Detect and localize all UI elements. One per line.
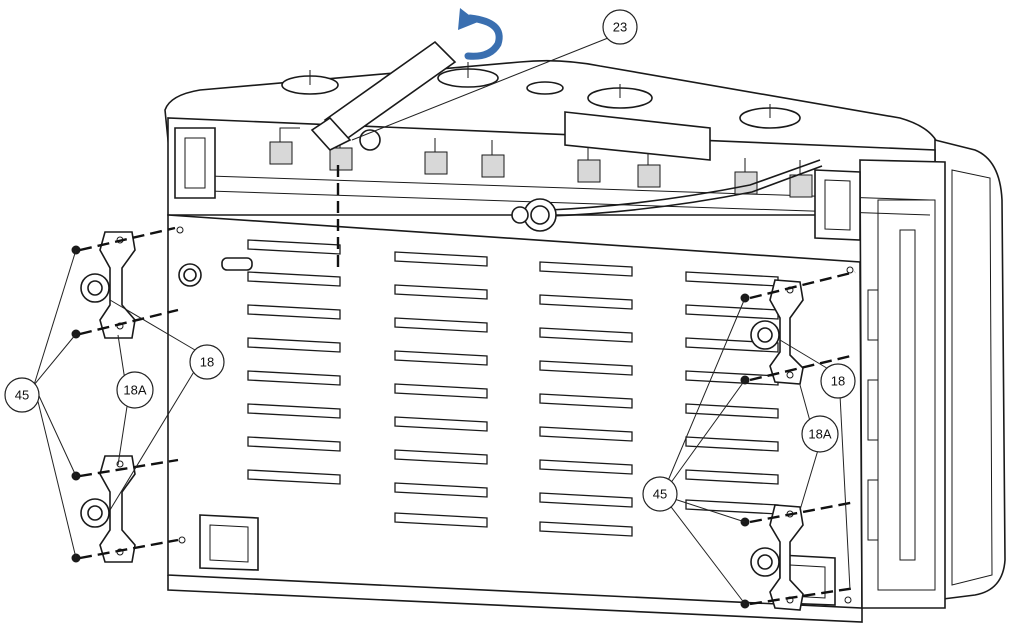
latch-left-upper [80, 231, 136, 339]
callout-18-left: 18 [189, 344, 225, 380]
latch-right-upper [750, 279, 804, 385]
callout-45-right: 45 [642, 476, 678, 512]
callout-45-left: 45 [4, 377, 40, 413]
callout-18a-right-label: 18A [808, 427, 831, 442]
hose-assembly [511, 159, 823, 232]
callout-18-right-label: 18 [831, 374, 845, 389]
assembly-lines [79, 165, 856, 606]
top-fittings [281, 62, 801, 129]
callout-18-left-label: 18 [200, 355, 214, 370]
callout-23: 23 [602, 9, 638, 45]
callout-45-left-label: 45 [15, 388, 29, 403]
callout-18a-right: 18A [801, 415, 839, 453]
connector-blocks [269, 127, 813, 198]
panel-fixtures [176, 226, 854, 604]
callout-18-right: 18 [820, 363, 856, 399]
callout-18a-left-label: 18A [123, 383, 146, 398]
callout-45-right-label: 45 [653, 487, 667, 502]
latch-right-lower [750, 504, 804, 611]
curved-arrow-icon [458, 8, 503, 60]
callout-18a-left: 18A [116, 371, 154, 409]
filter-cartridge [310, 40, 711, 161]
louvre-slots [247, 239, 779, 537]
callout-23-label: 23 [613, 20, 627, 35]
